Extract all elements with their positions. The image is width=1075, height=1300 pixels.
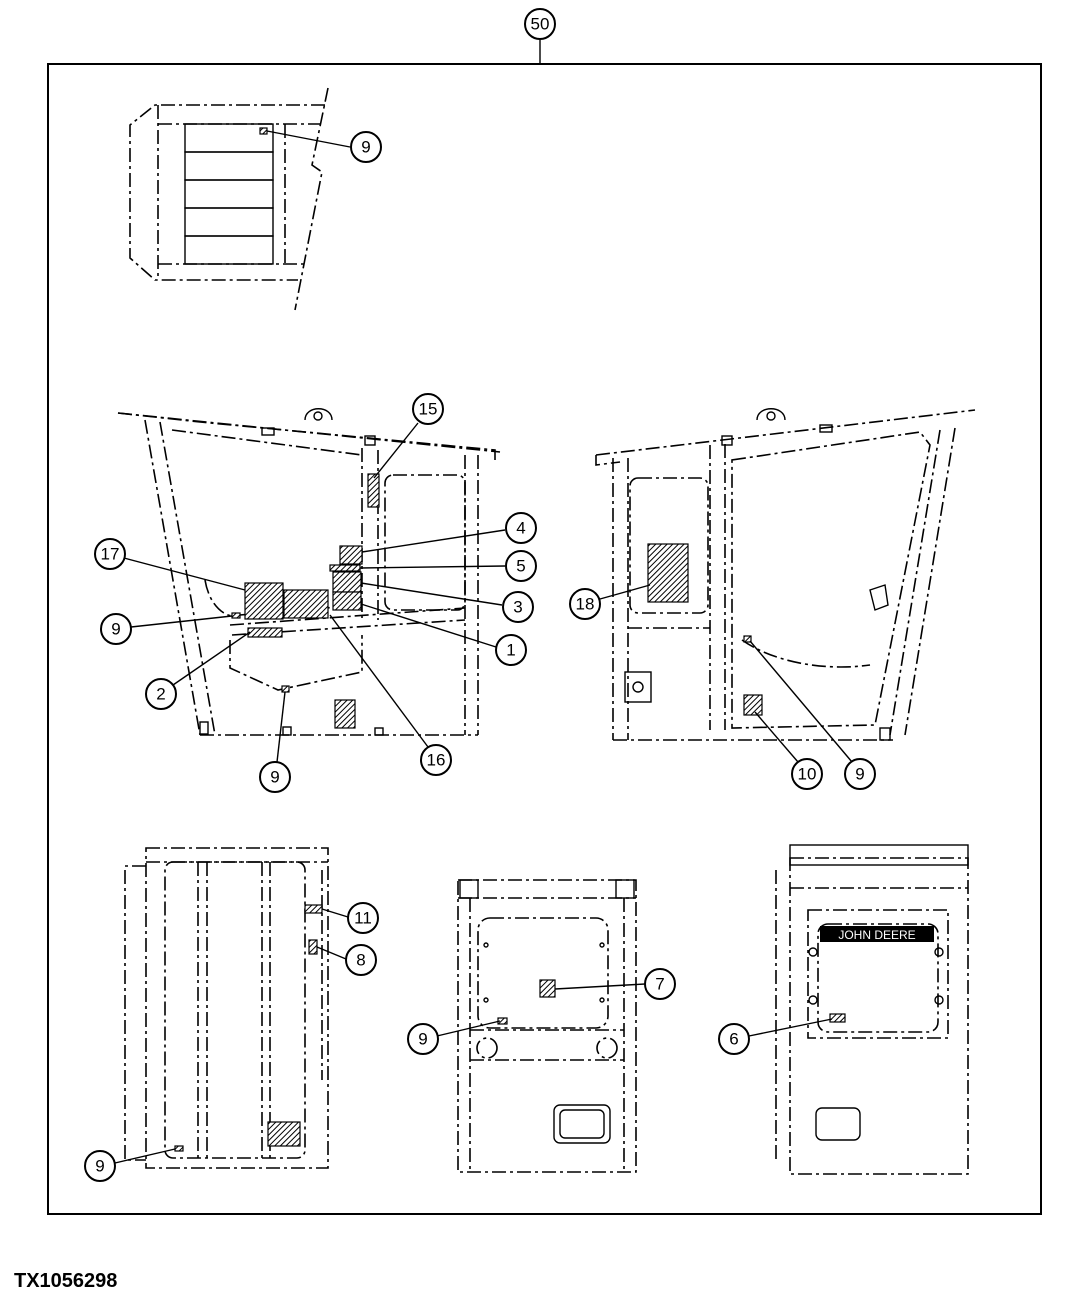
decal-4	[339, 545, 363, 565]
decal-17	[244, 582, 284, 620]
svg-text:10: 10	[798, 765, 817, 784]
decal-10	[743, 694, 763, 716]
callout-18: 18	[569, 584, 651, 620]
decal-11	[304, 904, 323, 914]
svg-text:9: 9	[95, 1157, 104, 1176]
svg-text:7: 7	[655, 975, 664, 994]
brand-label: JOHN DEERE	[838, 928, 915, 942]
decal-floor-rear-left	[267, 1121, 301, 1147]
callout-9-rear: 9	[407, 1020, 501, 1055]
svg-text:15: 15	[419, 400, 438, 419]
decal-2	[247, 627, 283, 638]
callout-9-left-a: 9	[100, 613, 233, 645]
decal-7	[539, 979, 556, 998]
callout-16: 16	[329, 614, 452, 776]
svg-text:16: 16	[427, 751, 446, 770]
decal-18	[647, 543, 689, 603]
callout-9-rear-left: 9	[84, 1148, 176, 1182]
svg-text:1: 1	[506, 641, 515, 660]
left-rear-view	[124, 847, 329, 1169]
decal-3	[332, 571, 362, 593]
svg-text:5: 5	[516, 557, 525, 576]
callout-9-right: 9	[749, 640, 876, 790]
right-side-interior-view	[595, 408, 976, 741]
callout-10: 10	[754, 711, 823, 790]
decal-9-left-a	[231, 612, 241, 619]
svg-text:11: 11	[354, 909, 372, 928]
svg-text:8: 8	[356, 951, 365, 970]
svg-text:9: 9	[361, 138, 370, 157]
svg-text:4: 4	[516, 519, 525, 538]
callout-11: 11	[321, 902, 379, 934]
rear-view	[457, 879, 637, 1173]
svg-text:9: 9	[855, 765, 864, 784]
decal-floor-left	[334, 699, 356, 729]
svg-text:3: 3	[513, 598, 522, 617]
decal-9-rear-left	[174, 1145, 184, 1152]
left-side-interior-view	[117, 408, 501, 736]
front-view: JOHN DEERE	[775, 844, 969, 1175]
callout-15: 15	[373, 393, 444, 479]
callout-9-left-b: 9	[259, 691, 291, 793]
svg-text:6: 6	[729, 1030, 738, 1049]
assembly-callout-label: 50	[531, 15, 550, 34]
svg-text:9: 9	[111, 620, 120, 639]
svg-text:9: 9	[270, 768, 279, 787]
decal-5	[329, 564, 361, 572]
decal-8	[308, 939, 318, 955]
svg-text:2: 2	[156, 685, 165, 704]
callout-7: 7	[554, 968, 676, 1000]
figure-id-label: TX1056298	[14, 1270, 118, 1292]
brand-label-plate	[820, 926, 934, 942]
callout-4: 4	[361, 512, 537, 553]
decal-6	[829, 1013, 846, 1023]
callout-2: 2	[145, 631, 251, 710]
svg-text:9: 9	[418, 1030, 427, 1049]
callout-9-top: 9	[266, 130, 382, 163]
diagram-frame	[47, 63, 1042, 1215]
callout-6: 6	[718, 1018, 833, 1055]
decal-9-top	[259, 127, 268, 135]
svg-text:18: 18	[576, 595, 595, 614]
decal-9-left-b	[281, 685, 290, 693]
callout-8: 8	[316, 944, 377, 976]
callout-1: 1	[360, 603, 527, 666]
svg-text:17: 17	[101, 545, 120, 564]
callout-5: 5	[359, 550, 537, 582]
callout-17: 17	[94, 538, 246, 591]
callout-3: 3	[360, 582, 534, 623]
top-view	[129, 87, 329, 311]
decal-9-right	[743, 635, 752, 643]
decal-16	[283, 589, 329, 619]
decal-15	[367, 473, 380, 508]
decal-1	[332, 591, 362, 611]
assembly-callout: 50	[524, 8, 556, 64]
